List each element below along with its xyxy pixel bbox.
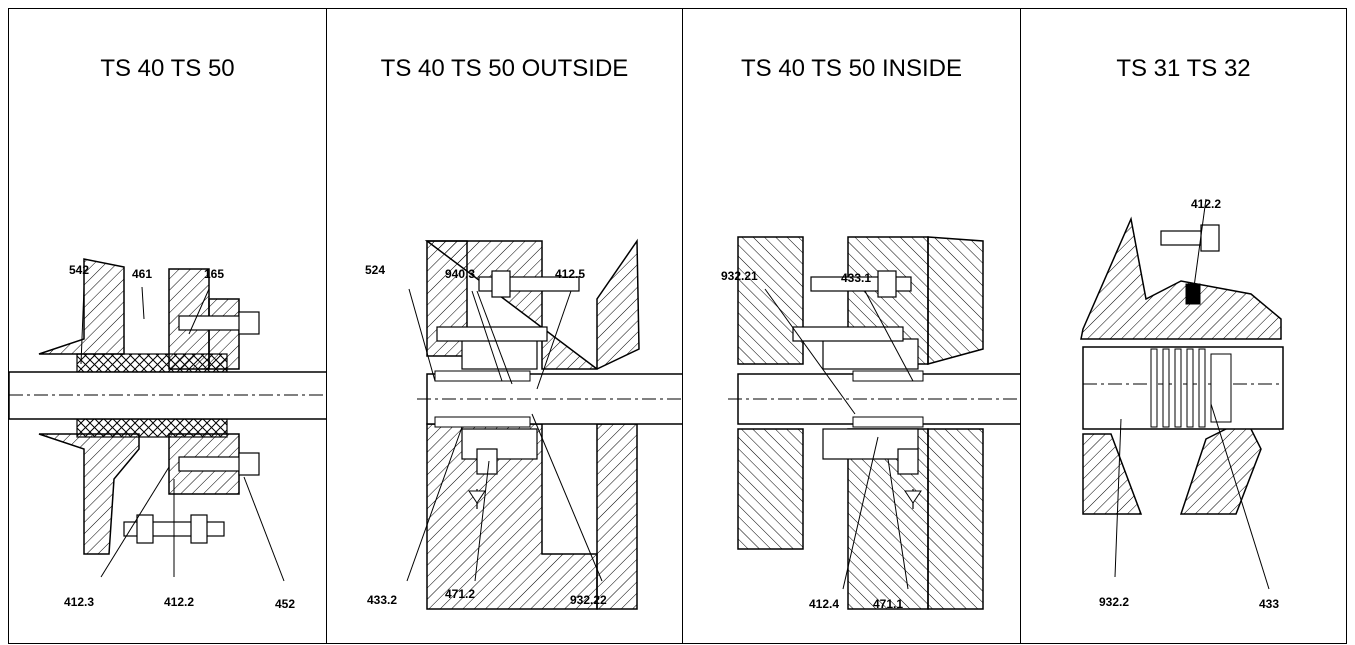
seal-drawing-ts40-ts50-outside [406,238,683,610]
callout-932-22: 932.22 [570,593,607,607]
panel-title: TS 40 TS 50 OUTSIDE [380,55,629,82]
panel-ts40-ts50-inside: TS 40 TS 50 INSIDE [682,8,1021,644]
callout-542: 542 [69,263,90,277]
callout-412-2: 412.2 [1191,197,1222,211]
callout-940-3: 940.3 [445,267,476,281]
callout-165: 165 [204,267,225,281]
seal-drawing-ts31-ts32 [1080,198,1284,590]
callout-412-2: 412.2 [164,595,195,609]
callout-412-4: 412.4 [809,597,840,611]
callout-471-1: 471.1 [873,597,904,611]
panel-title: TS 31 TS 32 [1116,55,1251,82]
seal-drawing-ts40-ts50 [9,258,327,582]
panel-ts40-ts50: TS 40 TS 50 [8,8,327,644]
panel-title: TS 40 TS 50 [100,55,235,82]
panel-ts40-ts50-outside: TS 40 TS 50 OUTSIDE [326,8,683,644]
callout-452: 452 [275,597,296,611]
panel-ts31-ts32: TS 31 TS 32 [1020,8,1347,644]
callout-461: 461 [132,267,153,281]
callout-412-5: 412.5 [555,267,586,281]
callout-412-3: 412.3 [64,595,95,609]
callout-433: 433 [1259,597,1280,611]
callout-932-2: 932.2 [1099,595,1130,609]
panel-title: TS 40 TS 50 INSIDE [741,55,962,82]
callout-932-21: 932.21 [721,269,758,283]
callout-524: 524 [365,263,386,277]
seal-drawing-ts40-ts50-inside [728,236,1021,610]
callout-433-2: 433.2 [367,593,398,607]
callout-433-1: 433.1 [841,271,872,285]
callout-471-2: 471.2 [445,587,476,601]
